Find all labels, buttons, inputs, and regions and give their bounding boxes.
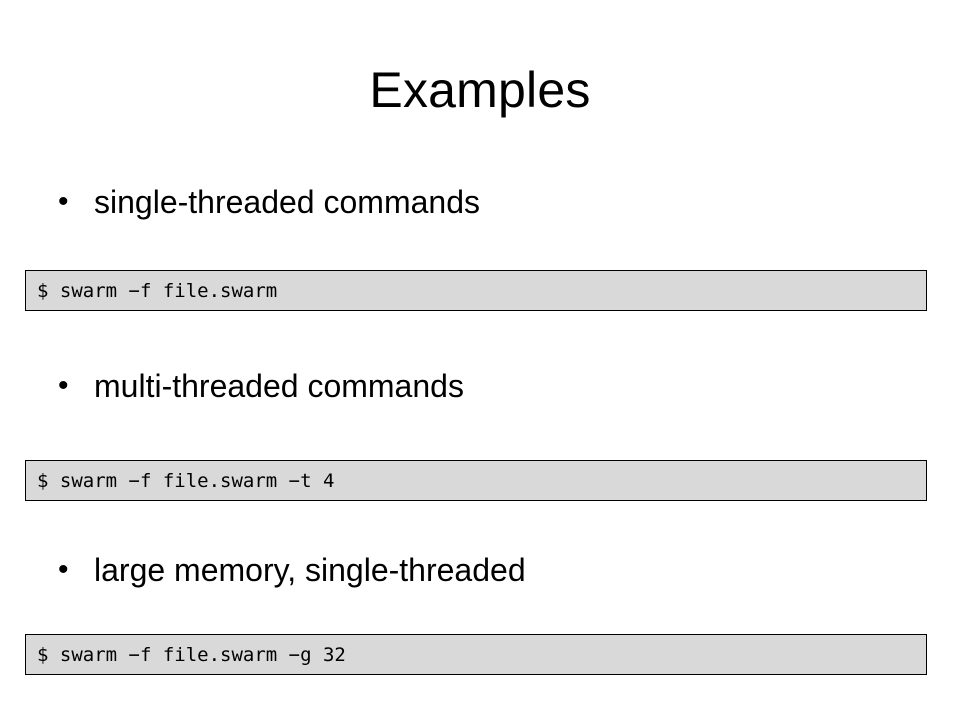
bullet-item: • single-threaded commands (58, 180, 480, 224)
command-box: $ swarm −f file.swarm −t 4 (25, 460, 927, 501)
bullet-item: • large memory, single-threaded (58, 548, 526, 592)
command-box: $ swarm −f file.swarm (25, 270, 927, 311)
bullet-icon: • (58, 369, 69, 402)
bullet-label: multi-threaded commands (94, 368, 464, 404)
bullet-icon: • (58, 185, 69, 218)
bullet-label: large memory, single-threaded (94, 552, 526, 588)
bullet-label: single-threaded commands (94, 184, 480, 220)
bullet-icon: • (58, 553, 69, 586)
command-box: $ swarm −f file.swarm −g 32 (25, 634, 927, 675)
bullet-item: • multi-threaded commands (58, 364, 464, 408)
slide-title: Examples (369, 62, 591, 118)
